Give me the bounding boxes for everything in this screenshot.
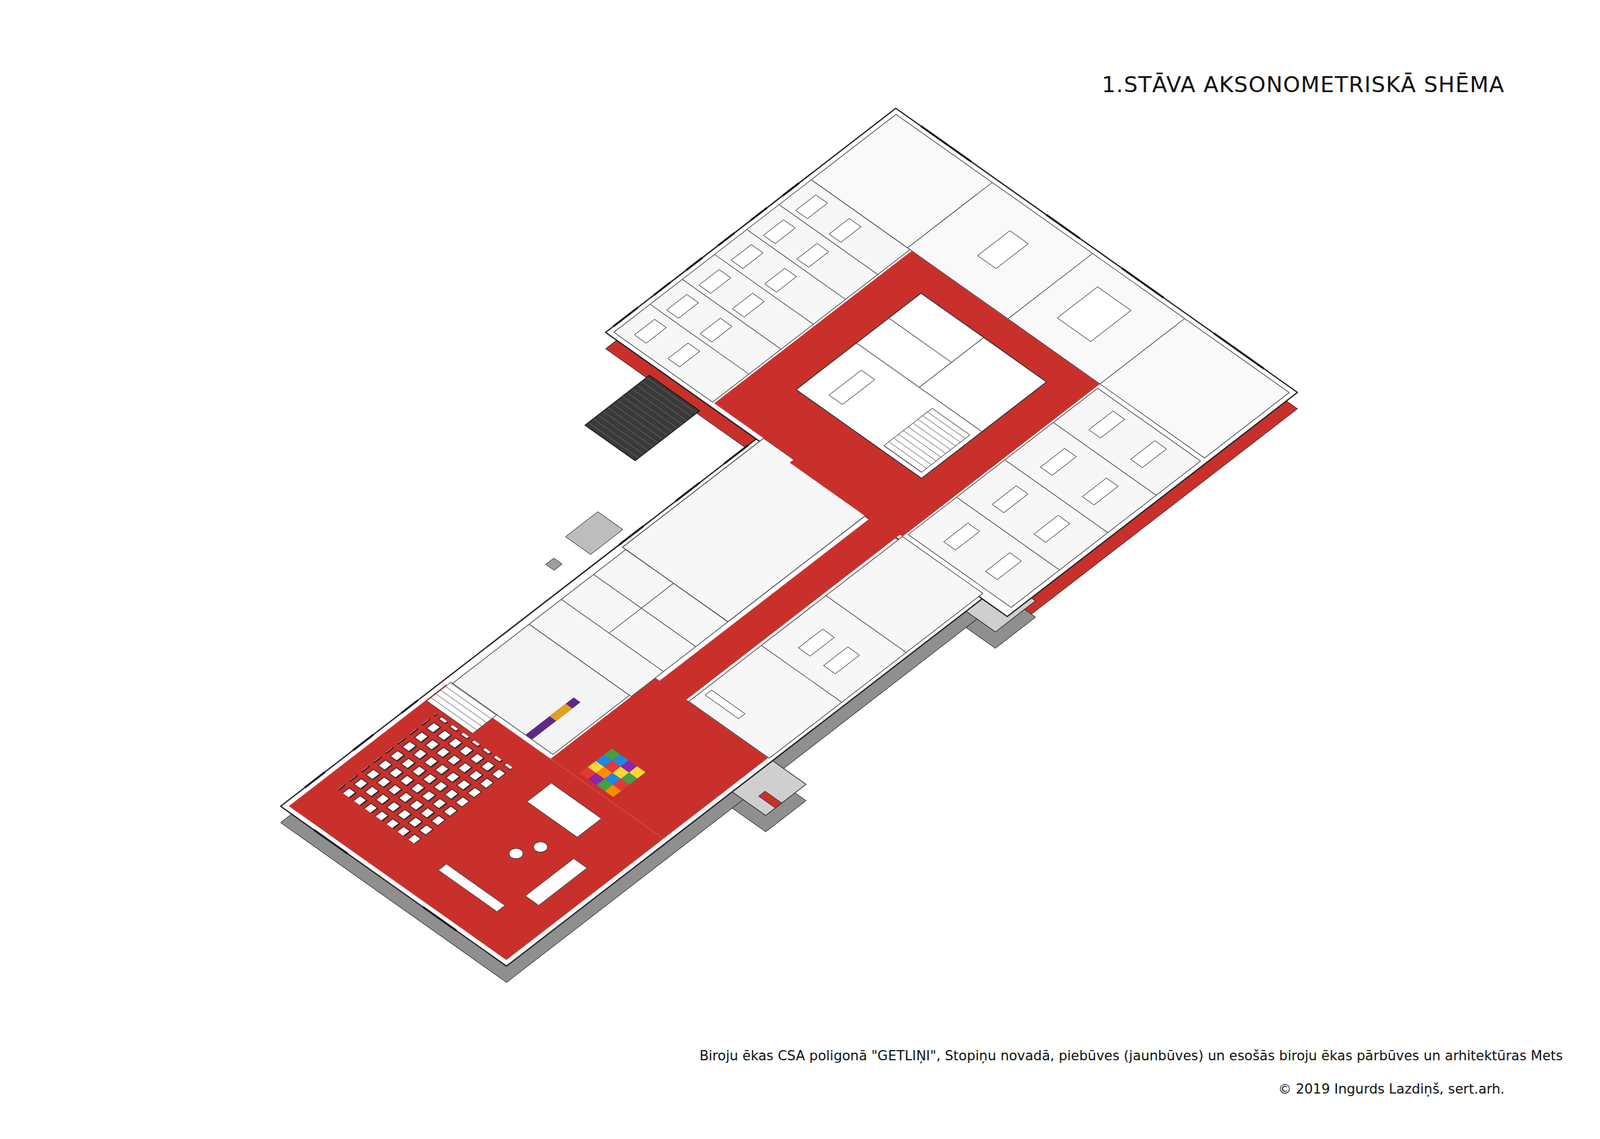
- exterior-walls: [129, 124, 1306, 1007]
- floor-plan: [129, 108, 1306, 991]
- sheet-title: 1.STĀVA AKSONOMETRISKĀ SHĒMA: [1101, 71, 1505, 98]
- sheet-caption: Biroju ēkas CSA poligonā "GETLIŅI", Stop…: [699, 1048, 1563, 1064]
- rug: [579, 748, 646, 798]
- copyright-note: © 2019 Ingurds Lazdiņš, sert.arh.: [1278, 1081, 1505, 1097]
